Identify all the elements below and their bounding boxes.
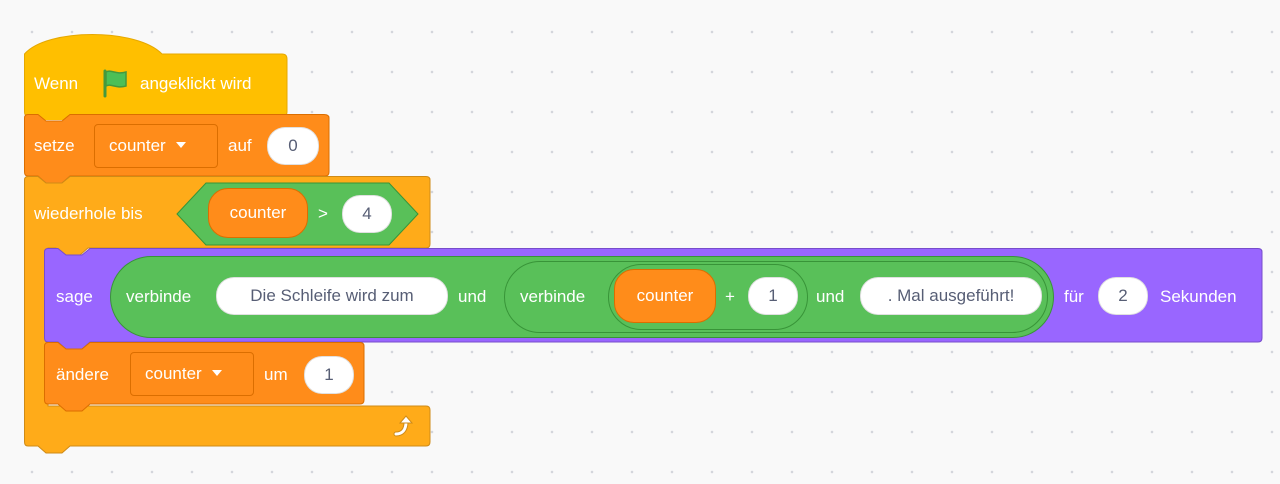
say-for-label: für (1064, 287, 1084, 306)
green-flag-icon (103, 69, 127, 98)
join-inner-label: verbinde (520, 287, 586, 306)
repeat-label: wiederhole bis (34, 204, 143, 223)
join-inner-connector: und (816, 287, 845, 306)
condition-counter-reporter[interactable]: counter (208, 188, 308, 238)
join-outer-connector: und (458, 287, 487, 306)
set-variable-dropdown[interactable]: counter (94, 124, 218, 168)
chevron-down-icon (175, 141, 186, 148)
add-value-input[interactable]: 1 (748, 277, 798, 315)
join-last-text-input[interactable]: . Mal ausgeführt! (860, 277, 1042, 315)
loop-arrow-icon (393, 415, 414, 437)
hat-label-angeklickt: angeklickt wird (140, 74, 252, 93)
chevron-down-icon (211, 369, 222, 376)
set-label: setze (34, 136, 75, 155)
change-variable-dropdown[interactable]: counter (130, 352, 254, 396)
add-counter-reporter[interactable]: counter (614, 269, 716, 323)
say-seconds-input[interactable]: 2 (1098, 277, 1148, 315)
change-label: ändere (56, 365, 109, 384)
set-value-input[interactable]: 0 (267, 127, 319, 165)
change-value-input[interactable]: 1 (304, 356, 354, 394)
set-connector-auf: auf (228, 136, 252, 155)
condition-operator: > (318, 204, 328, 223)
set-variable-name: counter (109, 136, 166, 155)
say-seconds-label: Sekunden (1160, 287, 1237, 306)
say-label: sage (56, 287, 93, 306)
hat-label-wenn: Wenn (34, 74, 79, 93)
condition-value-input[interactable]: 4 (342, 195, 392, 233)
add-operator: + (725, 287, 735, 306)
change-variable-name: counter (145, 364, 202, 383)
join-outer-label: verbinde (126, 287, 192, 306)
join-first-text-input[interactable]: Die Schleife wird zum (216, 277, 448, 315)
change-connector-um: um (264, 365, 288, 384)
